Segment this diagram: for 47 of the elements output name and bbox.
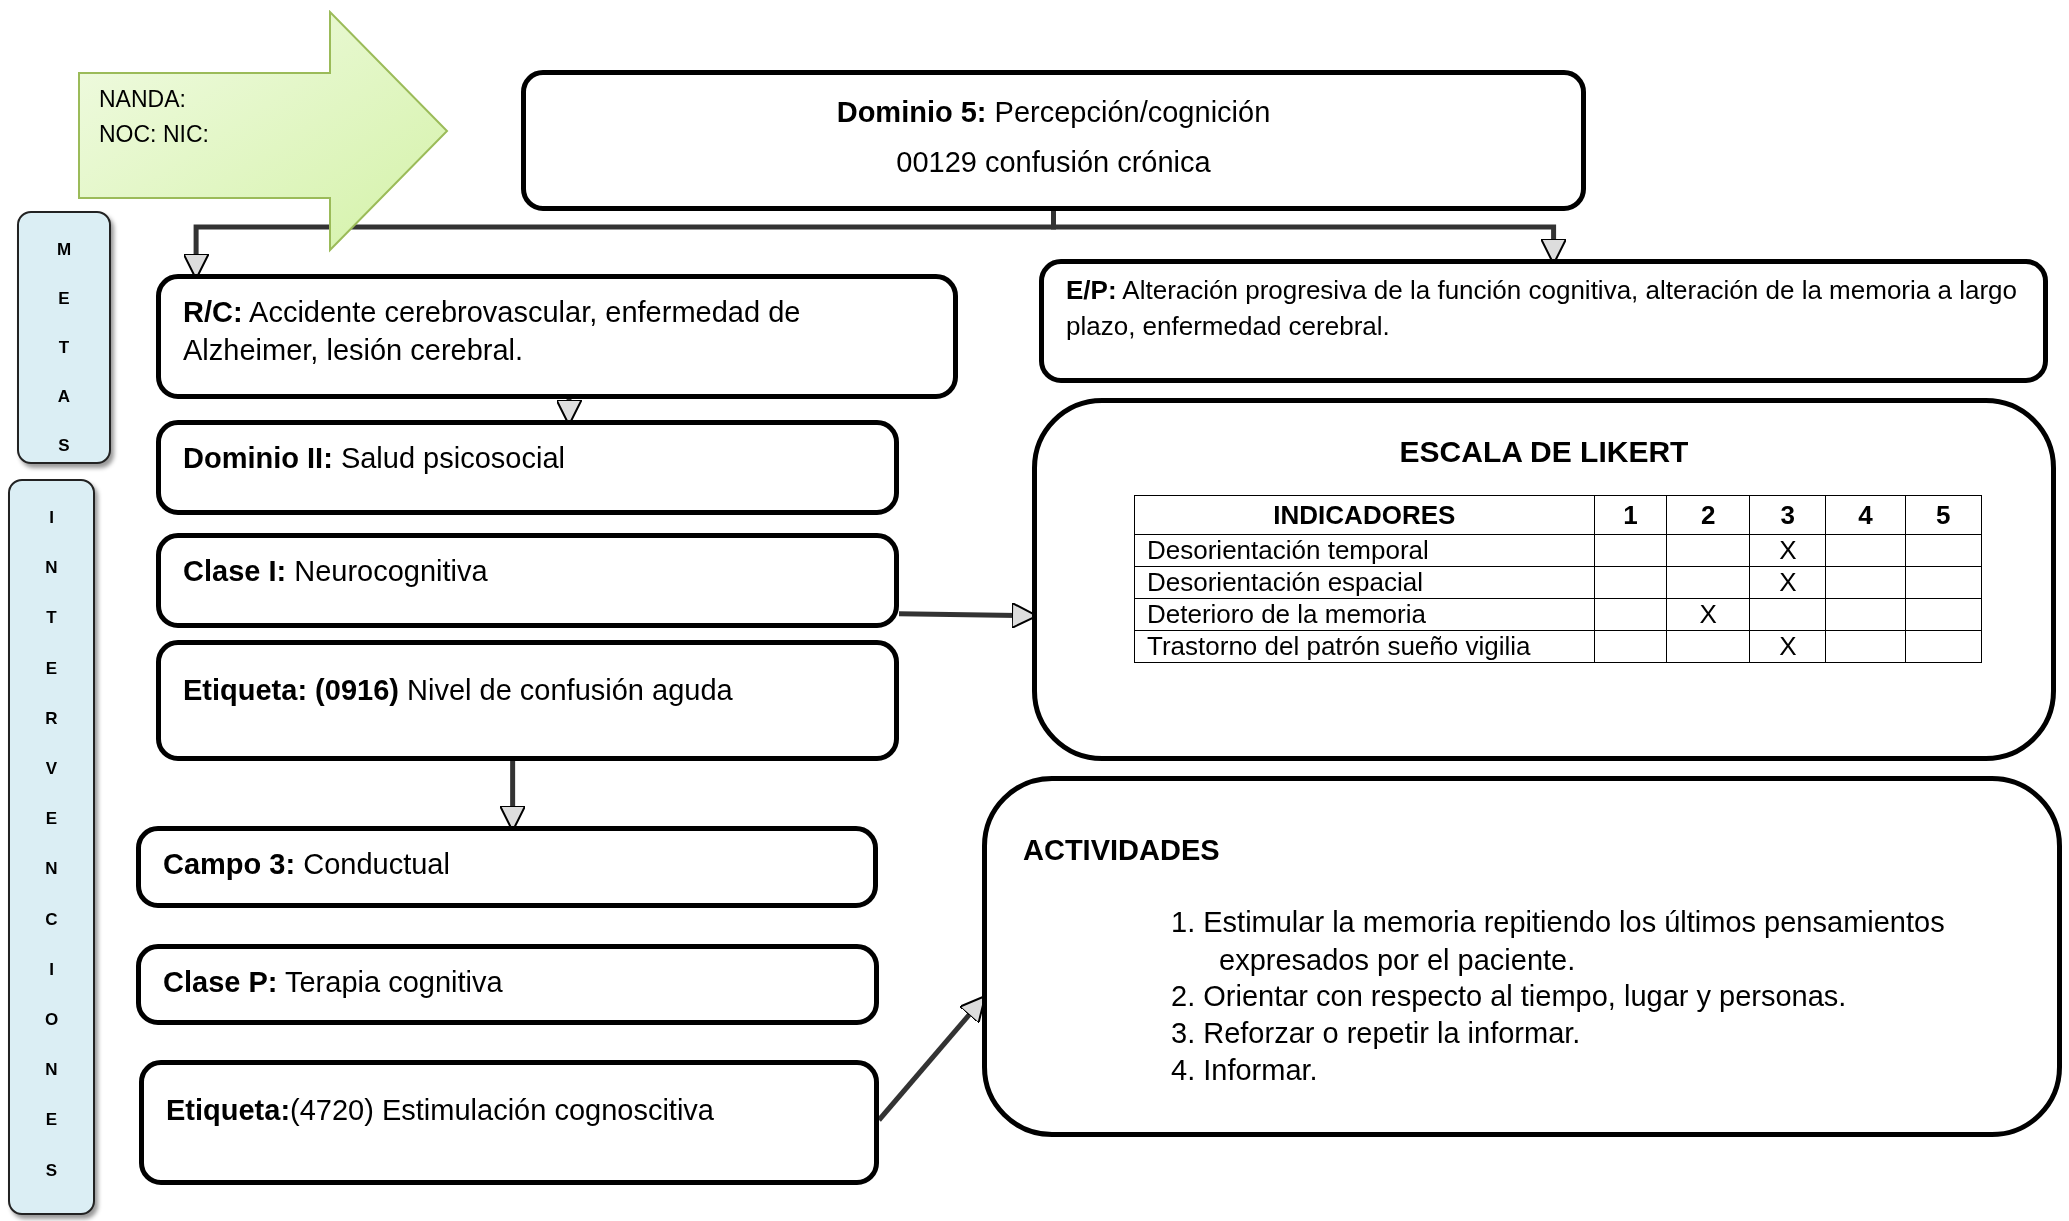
table-cell: X [1749, 534, 1826, 567]
rounded-panel [1032, 398, 2056, 761]
box-text: E/P: Alteración progresiva de la función cognitiva, alteración de la memoria a largo plazo, enfermedad cerebral. [1066, 274, 2018, 343]
list-item: 3. Reforzar o repetir la informar. [1171, 1016, 1582, 1051]
table-cell: X [1666, 598, 1750, 631]
list-item: 1. Estimular la memoria repitiendo los últimos pensamientos expresados por el paciente. [1171, 905, 1946, 978]
process-box [156, 420, 899, 515]
vertical-heading: M E T A S [57, 239, 71, 457]
row-label: Deterioro de la memoria [1134, 598, 1595, 631]
box-text: Campo 3: Conductual [163, 847, 451, 882]
column-header: 3 [1749, 495, 1826, 535]
process-box [136, 944, 879, 1025]
process-box [136, 826, 878, 908]
vertical-heading: I N T E R V E N C I O N E S [44, 507, 59, 1182]
box-text: Etiqueta:(4720) Estimulación cognoscitiva [166, 1093, 715, 1128]
panel-heading: ESCALA DE LIKERT [1398, 434, 1690, 470]
column-header: 2 [1666, 495, 1750, 535]
list-item: 4. Informar. [1171, 1053, 1319, 1088]
column-header: 1 [1594, 495, 1667, 535]
process-box [139, 1060, 879, 1185]
row-label: Desorientación temporal [1134, 534, 1595, 567]
panel-heading: ACTIVIDADES [1023, 833, 1220, 868]
side-banner [17, 211, 111, 464]
table-cell: X [1749, 630, 1826, 663]
row-label: Trastorno del patrón sueño vigilia [1134, 630, 1595, 663]
box-text: Clase P: Terapia cognitiva [163, 965, 504, 1000]
process-box [156, 533, 899, 628]
box-text: Clase I: Neurocognitiva [183, 554, 489, 589]
column-header: 5 [1905, 495, 1982, 535]
column-header: 4 [1825, 495, 1906, 535]
process-box [156, 640, 899, 761]
box-text: Dominio II: Salud psicosocial [183, 441, 566, 476]
arrow-label: NANDA: NOC: NIC: [99, 85, 209, 149]
process-box [521, 70, 1586, 211]
box-text: R/C: Accidente cerebrovascular, enfermedad de Alzheimer, lesión cerebral. [183, 295, 802, 368]
row-label: Desorientación espacial [1134, 566, 1595, 599]
box-text: Etiqueta: (0916) Nivel de confusión aguda [183, 673, 734, 708]
process-box [1039, 259, 2048, 383]
process-box [156, 274, 958, 399]
block-arrow-shape [77, 10, 451, 253]
rounded-panel [982, 776, 2062, 1137]
list-item: 2. Orientar con respecto al tiempo, lugar y personas. [1171, 979, 1848, 1014]
box-text: 00129 confusión crónica [895, 145, 1212, 180]
table-cell: X [1749, 566, 1826, 599]
box-text: Dominio 5: Percepción/cognición [835, 95, 1272, 130]
side-banner [8, 479, 95, 1215]
column-header: INDICADORES [1134, 495, 1595, 535]
